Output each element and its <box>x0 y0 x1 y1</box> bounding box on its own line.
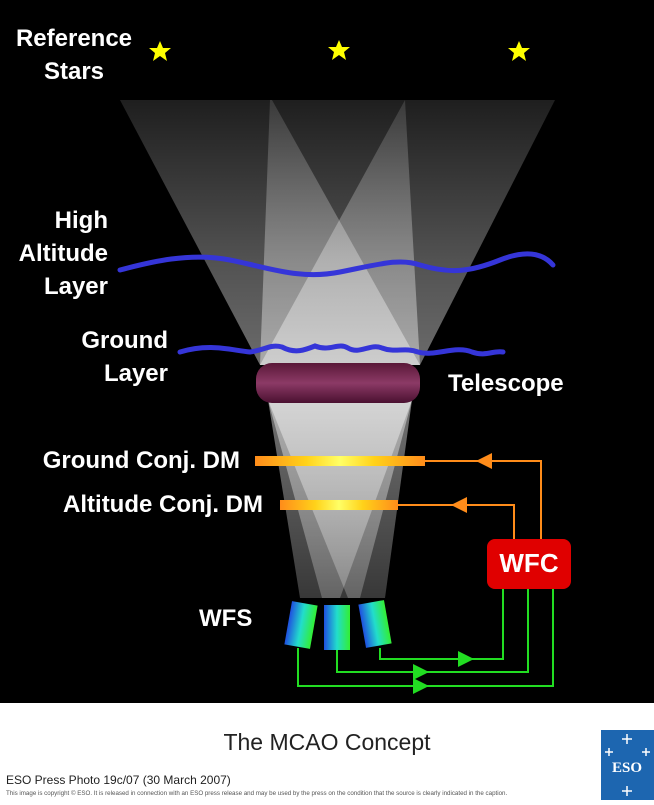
wfs-signal-lines <box>297 589 554 694</box>
wfs-sensor-right <box>358 600 392 648</box>
eso-logo-text: ESO <box>612 760 642 776</box>
altitude-conj-dm-label: Altitude Conj. DM <box>63 491 263 518</box>
wavefront-sensors <box>284 600 392 650</box>
star-icon <box>149 41 171 61</box>
beam-lower-c <box>268 400 412 598</box>
wfs-sensor-left <box>284 601 318 649</box>
caption-title: The MCAO Concept <box>223 729 431 755</box>
light-beams <box>120 100 555 598</box>
caption-footer: The MCAO Concept ESO Press Photo 19c/07 … <box>0 703 654 800</box>
beam-right <box>260 100 555 365</box>
telescope-mirror <box>256 363 420 403</box>
mcao-diagram: Reference Stars High Altitude Layer Grou… <box>0 0 654 703</box>
press-photo-line: ESO Press Photo 19c/07 (30 March 2007) <box>6 773 231 787</box>
ground-conj-dm-bar <box>255 456 425 466</box>
wfc-box <box>487 539 571 589</box>
high-altitude-layer-wave <box>117 251 556 278</box>
copyright-notice: This image is copyright © ESO. It is rel… <box>6 790 508 797</box>
ground-conj-dm-label: Ground Conj. DM <box>42 447 240 474</box>
altitude-conj-dm-bar <box>280 500 398 510</box>
dm-control-lines <box>398 453 542 539</box>
star-icon <box>328 40 350 60</box>
eso-logo: ESO <box>601 730 654 800</box>
wfc-label: WFC <box>499 548 559 578</box>
reference-stars <box>149 40 530 61</box>
telescope-label: Telescope <box>448 370 564 397</box>
wfs-label: WFS <box>199 605 253 632</box>
ground-layer-wave <box>177 343 506 357</box>
star-icon <box>508 41 530 61</box>
wfs-sensor-center <box>324 605 350 650</box>
high-altitude-layer-label: High Altitude Layer <box>18 207 108 300</box>
diagram-graphic <box>117 40 571 694</box>
reference-stars-label: Reference Stars <box>15 25 133 85</box>
ground-layer-label: Ground Layer <box>81 327 168 387</box>
